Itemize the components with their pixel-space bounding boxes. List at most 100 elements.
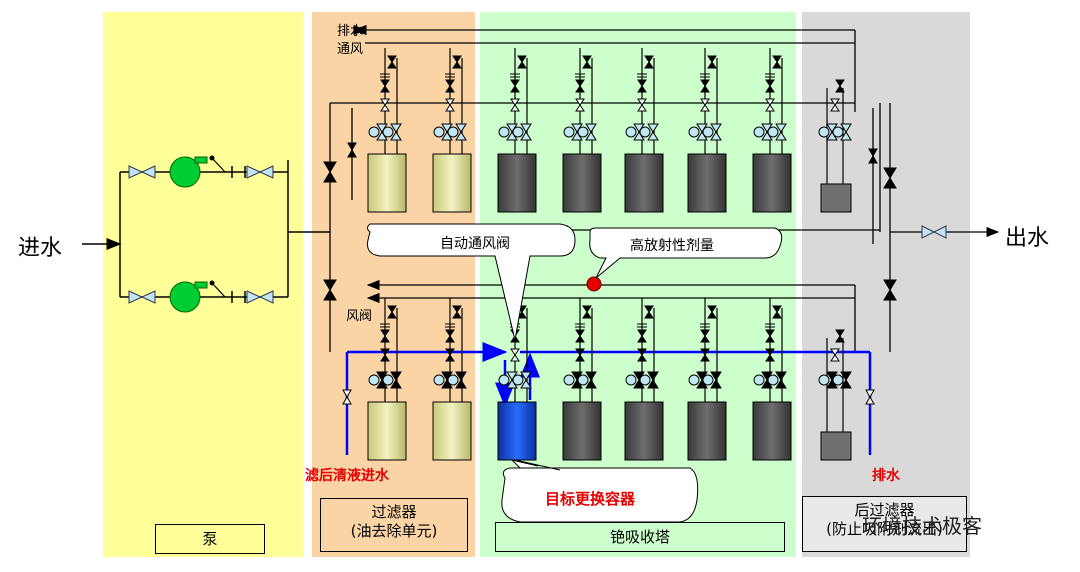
valve-icon (700, 348, 710, 362)
actuator-icon (382, 374, 394, 386)
tower-vessel (752, 401, 792, 461)
tower-vessel (687, 153, 727, 213)
valve-icon (445, 348, 455, 362)
pump-icon (169, 281, 201, 313)
actuator-icon (767, 126, 779, 138)
actuator-icon (625, 126, 637, 138)
valve-icon (387, 305, 397, 319)
valve-icon (830, 348, 840, 362)
actuator-icon (563, 126, 575, 138)
actuator-icon (498, 126, 510, 138)
valve-icon (380, 348, 390, 362)
post-filter-vessel (820, 431, 852, 461)
column-valves (323, 142, 947, 405)
pump-line-upper (128, 155, 288, 188)
inlet-label: 进水 (18, 236, 63, 261)
vent-top-label: 通风 (337, 42, 364, 57)
valve-icon (575, 329, 585, 343)
valve-icon (647, 371, 659, 389)
valve-icon (700, 79, 710, 93)
valve-icon (575, 348, 585, 362)
valve-icon (644, 55, 654, 69)
filter-section-subtitle: (油去除单元) (350, 521, 438, 540)
tower-vessel (624, 401, 664, 461)
valve-icon (452, 305, 462, 319)
valve-icon (637, 329, 647, 343)
valve-icon (883, 279, 897, 301)
valve-icon (342, 389, 352, 405)
actuator-icon (688, 374, 700, 386)
actuator-icon (818, 374, 830, 386)
high-dose-label: 高放射性剂量 (630, 238, 714, 254)
tower-vessel (687, 401, 727, 461)
actuator-icon (639, 126, 651, 138)
valve-icon (455, 371, 467, 389)
actuator-icon (382, 126, 394, 138)
actuator-icon (512, 374, 524, 386)
tower-vessel (497, 153, 537, 213)
valve-icon (644, 305, 654, 319)
valve-icon (775, 371, 787, 389)
valve-icon (765, 348, 775, 362)
valve-icon (452, 55, 462, 69)
actuator-icon (767, 374, 779, 386)
valve-icon (445, 329, 455, 343)
valve-icon (700, 329, 710, 343)
valve-icon (710, 371, 722, 389)
upper-vessel-bank (367, 48, 852, 213)
valve-icon (520, 123, 532, 141)
valve-icon (775, 123, 787, 141)
valve-icon (647, 123, 659, 141)
actuator-icon (702, 374, 714, 386)
actuator-icon (563, 374, 575, 386)
actuator-icon (702, 126, 714, 138)
valve-icon (765, 329, 775, 343)
valve-icon (445, 98, 455, 112)
valve-icon (637, 98, 647, 112)
filter-section-title: 过滤器 (371, 503, 417, 521)
filter-vessel (367, 401, 407, 461)
pump-section-label: 泵 (155, 524, 265, 554)
target-callout (501, 459, 699, 523)
valve-icon (390, 371, 402, 389)
post-filter-title: 后过滤器 (854, 501, 915, 519)
lower-vessel-bank (367, 298, 852, 461)
target-container-label: 目标更换容器 (545, 490, 636, 508)
valve-icon (517, 55, 527, 69)
valve-icon (520, 371, 532, 389)
actuator-icon (753, 374, 765, 386)
actuator-icon (368, 374, 380, 386)
valve-icon (246, 290, 274, 304)
valve-icon (347, 142, 357, 158)
actuator-icon (433, 374, 445, 386)
actuator-icon (512, 126, 524, 138)
actuator-icon (433, 126, 445, 138)
valve-icon (765, 98, 775, 112)
tower-vessel (624, 153, 664, 213)
tower-vessel (562, 401, 602, 461)
valve-icon (637, 348, 647, 362)
post-filter-subtitle: (防止吸附剂流出) (826, 519, 943, 538)
valve-icon (585, 123, 597, 141)
actuator-icon (447, 126, 459, 138)
actuator-icon (832, 374, 844, 386)
tower-vessel (562, 153, 602, 213)
valve-icon (707, 305, 717, 319)
filter-section-label: 过滤器 (油去除单元) (320, 498, 468, 552)
vent-valve-label: 风阀 (346, 309, 373, 324)
actuator-icon (639, 374, 651, 386)
valve-icon (380, 329, 390, 343)
actuator-icon (368, 126, 380, 138)
outlet-valve-icon (921, 225, 947, 239)
auto-vent-valve-label: 自动通风阀 (440, 236, 510, 252)
actuator-icon (688, 126, 700, 138)
watermark: 环境技术极客 (862, 514, 982, 538)
tower-vessel (752, 153, 792, 213)
valve-icon (387, 55, 397, 69)
valve-icon (510, 98, 520, 112)
valve-icon (830, 98, 840, 112)
post-filter-vessel (820, 183, 852, 213)
valve-icon (868, 148, 878, 164)
